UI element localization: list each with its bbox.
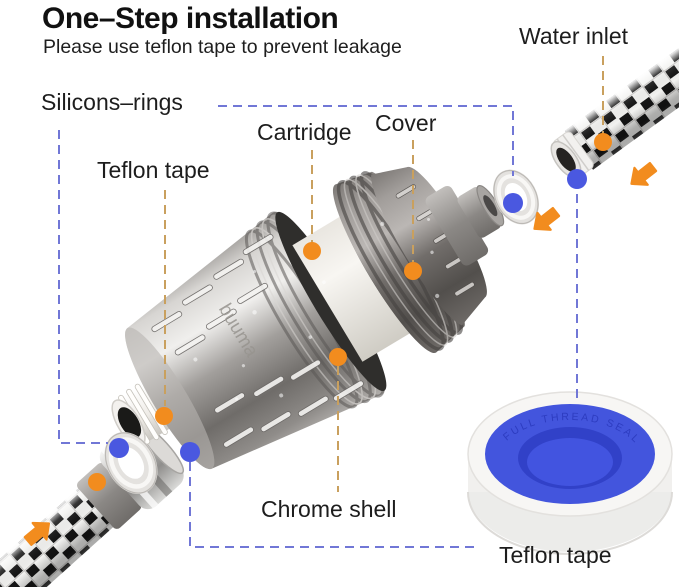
marker-dot-water-inlet <box>594 133 612 151</box>
label-water-inlet: Water inlet <box>519 23 629 49</box>
marker-dot-cover <box>404 262 422 280</box>
label-cover: Cover <box>375 110 437 136</box>
page-title: One–Step installation <box>42 2 339 35</box>
marker-dot-ring-top <box>503 193 523 213</box>
callout-line-silicone-rings-bottom <box>58 130 108 444</box>
shower-filter: buuma <box>111 166 505 470</box>
label-teflon-tape-bottom: Teflon tape <box>499 542 612 568</box>
inlet-bore <box>483 195 498 217</box>
shell-slots <box>151 234 364 448</box>
hose-outlet-shine <box>0 487 115 587</box>
marker-dot-elbow <box>88 473 106 491</box>
shower-hose-inlet <box>550 19 679 179</box>
marker-dot-ring-bottom <box>109 438 129 458</box>
page-subtitle: Please use teflon tape to prevent leakag… <box>43 36 402 58</box>
shower-hose-outlet <box>0 423 185 587</box>
water-droplets <box>193 217 440 401</box>
cover-body <box>371 166 487 326</box>
teflon-tape-roll: FULL THREAD SEAL TAPE <box>467 391 673 555</box>
shell-left-face <box>125 327 215 470</box>
marker-dot-cartridge <box>303 242 321 260</box>
marker-dot-hose-end <box>567 169 587 189</box>
callout-line-silicone-rings-top <box>218 105 514 176</box>
filter-cover <box>332 166 505 353</box>
outlet-bore <box>117 407 142 438</box>
inlet-nipple <box>457 186 501 238</box>
label-chrome-shell: Chrome shell <box>261 496 397 522</box>
cover-step <box>425 185 489 266</box>
arrow-inlet-direction <box>623 157 661 194</box>
marker-dot-outlet-thread <box>180 442 200 462</box>
marker-dot-chrome-shell <box>329 348 347 366</box>
label-silicone-rings: Silicons–rings <box>41 89 183 115</box>
hose-inlet-bore <box>556 147 576 172</box>
callout-line-teflon-bottom <box>189 462 480 548</box>
marker-dot-teflon-top <box>155 407 173 425</box>
label-teflon-tape-top: Teflon tape <box>97 157 210 183</box>
label-cartridge: Cartridge <box>257 119 352 145</box>
hose-inlet-shine <box>564 19 679 170</box>
